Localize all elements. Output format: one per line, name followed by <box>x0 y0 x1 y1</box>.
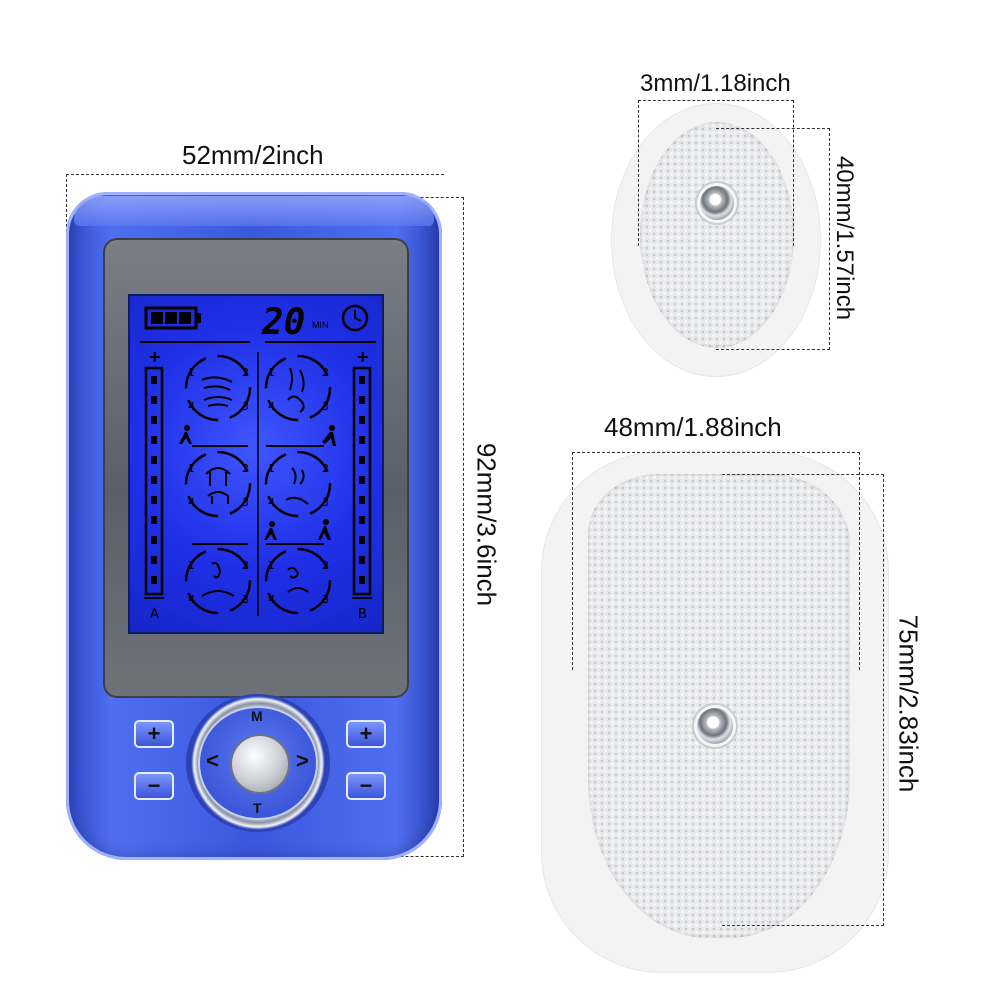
left-plus-button[interactable]: + <box>134 720 174 748</box>
large-pad-mesh <box>588 474 850 938</box>
zone-circle-3 <box>184 450 252 518</box>
zone-num-5c: 4 <box>188 593 195 606</box>
timer-button-label[interactable]: T <box>253 800 262 816</box>
zone-num-3d: 3 <box>242 496 249 509</box>
large-pad-width-label: 48mm/1.88inch <box>604 412 782 442</box>
device-width-label: 52mm/2inch <box>182 140 324 170</box>
activity-figures <box>179 425 336 540</box>
zone-num-5b: 2 <box>242 559 249 572</box>
zone-num-6d: 3 <box>322 593 329 606</box>
zone-circle-2 <box>264 354 332 422</box>
device-height-label: 92mm/3.6inch <box>471 442 502 607</box>
timer-digits: 20 <box>261 302 305 343</box>
zone-num-2a: 1 <box>268 366 275 379</box>
lcd-display: 20 MIN + + <box>128 294 384 634</box>
small-pad-mesh <box>640 122 794 348</box>
zone-num-5d: 3 <box>242 593 249 606</box>
nav-pad[interactable] <box>198 706 318 820</box>
zone-num-3a: 1 <box>188 462 195 475</box>
right-minus-button[interactable]: − <box>346 772 386 800</box>
chevron-right-icon[interactable]: > <box>296 748 309 773</box>
zone-num-6c: 4 <box>268 593 275 606</box>
large-pad-width-guide <box>572 452 860 670</box>
zone-num-3c: 4 <box>188 496 195 509</box>
zone-circle-5 <box>184 547 252 615</box>
lcd-plus-a: + <box>148 347 161 366</box>
mode-label[interactable]: M <box>251 708 263 724</box>
zone-circle-1 <box>184 354 252 422</box>
timer-unit: MIN <box>312 320 329 330</box>
large-pad-height-label: 75mm/2.83inch <box>893 614 924 793</box>
center-button[interactable] <box>232 736 288 792</box>
clock-icon <box>341 304 369 332</box>
left-minus-button[interactable]: − <box>134 772 174 800</box>
small-pad-width-label: 3mm/1.18inch <box>640 70 791 97</box>
zone-num-5a: 1 <box>188 559 195 572</box>
zone-num-4a: 1 <box>268 462 275 475</box>
battery-icon <box>144 306 201 330</box>
small-pad-height-label: 40mm/1.57inch <box>831 155 858 321</box>
small-pad-width-guide <box>638 100 794 246</box>
channel-b-label: B <box>358 607 367 622</box>
large-pad-height-guide <box>722 474 884 926</box>
zone-num-1d: 3 <box>242 400 249 413</box>
zone-circle-4 <box>264 450 332 518</box>
lcd-graphics: 20 MIN + + <box>140 302 376 622</box>
zone-circle-6 <box>264 547 332 615</box>
zone-num-2b: 2 <box>322 366 329 379</box>
zone-num-1a: 1 <box>188 366 195 379</box>
zone-num-2c: 4 <box>268 400 275 413</box>
zone-num-4d: 3 <box>322 496 329 509</box>
zone-num-3b: 2 <box>242 462 249 475</box>
zone-num-4b: 2 <box>322 462 329 475</box>
small-pad-snap <box>700 186 734 220</box>
zone-num-1b: 2 <box>242 366 249 379</box>
channel-a-label: A <box>150 607 159 622</box>
right-plus-button[interactable]: + <box>346 720 386 748</box>
lcd-plus-b: + <box>356 347 369 366</box>
zone-num-4c: 4 <box>268 496 275 509</box>
intensity-bar-a <box>144 366 164 596</box>
chevron-left-icon[interactable]: < <box>206 748 219 773</box>
zone-num-1c: 4 <box>188 400 195 413</box>
zone-num-6a: 1 <box>268 559 275 572</box>
large-pad-snap <box>697 708 733 744</box>
intensity-bar-b <box>352 366 372 596</box>
zone-num-2d: 3 <box>322 400 329 413</box>
small-pad-height-guide <box>716 128 830 350</box>
zone-num-6b: 2 <box>322 559 329 572</box>
device-top-highlight <box>74 196 434 226</box>
